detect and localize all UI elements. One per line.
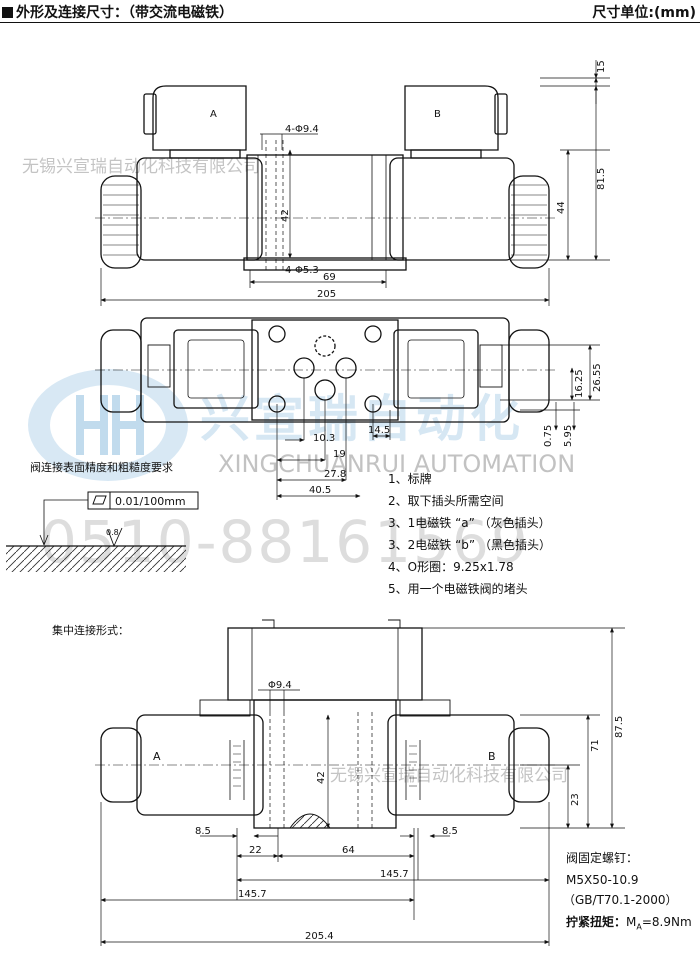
note-4: 4、O形圈：9.25x1.78 — [388, 560, 514, 574]
bolt-torque-symbol: M — [626, 915, 637, 929]
bolt-torque-sub: A — [636, 922, 642, 932]
solenoid-a-label: A — [210, 109, 217, 120]
bullet-square-icon — [2, 7, 13, 18]
plug-connector-a — [152, 85, 247, 151]
watermark-brand-cn: 兴宣瑞自动化 — [200, 390, 524, 448]
dim-4-phi-5-3: 4-Φ5.3 — [285, 265, 319, 276]
dim-71: 71 — [590, 739, 601, 752]
header-rule — [0, 22, 700, 23]
dim-205: 205 — [317, 289, 336, 300]
bolt-spec: M5X50-10.9 — [566, 873, 639, 887]
dim-14-5: 14.5 — [368, 425, 390, 436]
note-1: 1、标牌 — [388, 472, 432, 486]
watermark: 兴宣瑞自动化 XINGCHUANRUI AUTOMATION 0510-8816… — [22, 157, 575, 786]
subplate-dimensions — [100, 627, 625, 946]
plug-screw-b — [494, 93, 508, 135]
watermark-brand-en: XINGCHUANRUI AUTOMATION — [218, 450, 575, 478]
dim-205-4: 205.4 — [305, 931, 334, 942]
flatness-value: 0.01/100mm — [115, 495, 186, 508]
dim-5-95: 5.95 — [563, 425, 574, 447]
view3-label-a: A — [153, 750, 161, 763]
dim-42: 42 — [280, 209, 291, 222]
dim-64: 64 — [342, 845, 355, 856]
subplate-dim-labels: Φ9.4 87.5 71 23 42 8.5 8.5 22 64 145.7 1… — [195, 680, 625, 942]
top-plug-b — [393, 329, 479, 409]
surface-title: 阀连接表面精度和粗糙度要求 — [30, 460, 173, 474]
dim-19: 19 — [333, 449, 346, 460]
note-3a: 3、1电磁铁 “a” （灰色插头） — [388, 516, 551, 530]
mount-hole-2 — [364, 325, 382, 343]
header-title: 外形及连接尺寸：（带交流电磁铁） — [2, 2, 233, 22]
dim-10-3: 10.3 — [313, 433, 335, 444]
header-title-text: 外形及连接尺寸：（带交流电磁铁） — [16, 5, 233, 21]
view3-title: 集中连接形式： — [52, 623, 129, 637]
surface-hatch — [6, 546, 186, 572]
valve-block — [246, 154, 404, 261]
solenoid-b-label: B — [434, 109, 441, 120]
note-5: 5、用一个电磁铁阀的堵头 — [388, 582, 528, 596]
front-view-dimensions — [100, 60, 610, 306]
dim-23: 23 — [570, 793, 581, 806]
plug-base-b — [410, 149, 482, 159]
dim-4-phi-9-4: 4-Φ9.4 — [285, 124, 319, 135]
dim-42-sub: 42 — [316, 771, 327, 784]
dim-27-8: 27.8 — [324, 469, 346, 480]
dim-145-7-lower: 145.7 — [238, 889, 267, 900]
sub-valve-block — [253, 699, 397, 829]
sub-upper-block — [227, 627, 423, 701]
coil-knob-left — [100, 175, 142, 269]
valve-base — [243, 257, 407, 271]
header-unit: 尺寸单位:(mm) — [592, 5, 696, 21]
dim-phi-9-4: Φ9.4 — [268, 680, 292, 691]
top-view-dim-labels: 26.55 16.25 0.75 5.95 14.5 10.3 19 27.8 … — [309, 363, 603, 496]
subplate-view — [95, 619, 555, 829]
coil-knob-right — [508, 175, 550, 269]
surface-requirement: 阀连接表面精度和粗糙度要求 0.01/100mm 0.8 — [6, 460, 199, 572]
dim-44: 44 — [556, 201, 567, 214]
plug-connector-b — [404, 85, 499, 151]
plug-base-a — [169, 149, 241, 159]
dim-81-5: 81.5 — [596, 168, 607, 190]
dim-145-7-upper: 145.7 — [380, 869, 409, 880]
watermark-logo — [28, 369, 188, 481]
knob-knurl — [103, 184, 547, 256]
dim-0-75: 0.75 — [543, 425, 554, 447]
roughness-value: 0.8 — [106, 528, 119, 537]
plug-screw-a — [143, 93, 157, 135]
bolt-torque-label: 拧紧扭矩： — [566, 915, 627, 929]
flatness-icon — [92, 495, 107, 505]
port-p — [314, 335, 336, 357]
mount-hole-1 — [268, 325, 286, 343]
note-2: 2、取下插头所需空间 — [388, 494, 504, 508]
solenoid-body-right — [389, 157, 515, 261]
dim-69: 69 — [323, 272, 336, 283]
roughness-icon — [107, 527, 123, 548]
dim-26-55: 26.55 — [592, 363, 603, 392]
dim-40-5: 40.5 — [309, 485, 331, 496]
watermark-company-top: 无锡兴宣瑞自动化科技有限公司 — [22, 157, 260, 177]
front-view — [95, 85, 555, 271]
front-view-dim-labels: 15 81.5 44 42 4-Φ9.4 4-Φ5.3 69 205 — [280, 60, 607, 300]
bolt-torque-rest: =8.9Nm — [641, 915, 692, 929]
port-a — [293, 357, 315, 379]
port-b — [335, 357, 357, 379]
bolt-torque: 拧紧扭矩：MA=8.9Nm — [566, 912, 692, 937]
dim-8-5-right: 8.5 — [442, 826, 458, 837]
dim-22: 22 — [249, 845, 262, 856]
top-plug-a — [173, 329, 259, 409]
dim-15: 15 — [596, 60, 607, 73]
bolt-standard: （GB/T70.1-2000） — [563, 893, 678, 907]
bolt-title: 阀固定螺钉： — [566, 851, 639, 865]
top-view-dimensions — [276, 344, 600, 500]
dim-16-25: 16.25 — [574, 369, 585, 398]
watermark-company-bottom: 无锡兴宣瑞自动化科技有限公司 — [330, 766, 568, 786]
dim-8-5-left: 8.5 — [195, 826, 211, 837]
note-3b: 3、2电磁铁 “b” （黑色插头） — [388, 538, 551, 552]
flatness-frame — [87, 491, 199, 510]
dim-87-5: 87.5 — [614, 716, 625, 738]
view3-label-b: B — [488, 750, 496, 763]
